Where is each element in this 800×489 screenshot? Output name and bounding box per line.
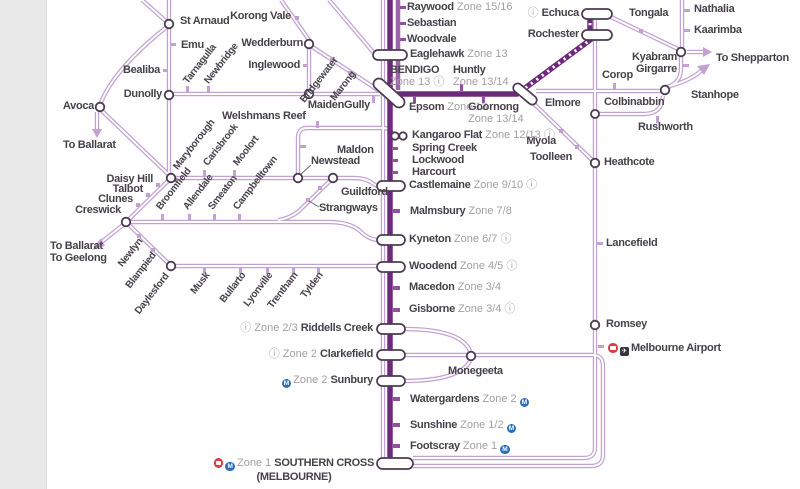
- route-avoca-st-arnaud-core: [99, 25, 169, 106]
- route-colbinabbin-rushworth-core: [595, 95, 664, 115]
- marker-heathcote: [589, 157, 601, 169]
- station-markers: [94, 8, 687, 470]
- station-ticks: [136, 6, 690, 448]
- route-echuca-melbourne: [413, 20, 598, 461]
- route-echuca-kyabram-core: [610, 16, 679, 50]
- route-maldon: [295, 125, 395, 174]
- marker-clarkefield: [376, 349, 406, 361]
- rail-station-ticks: [393, 6, 485, 448]
- marker-korong-junction: [303, 88, 315, 100]
- marker-st-arnaud: [163, 18, 175, 30]
- page-left-gutter: [0, 0, 47, 489]
- marker-creswick: [120, 216, 132, 228]
- marker-stanhope-junction: [659, 84, 671, 96]
- route-guildford-strangways-core: [277, 177, 334, 221]
- marker-bendigo: [372, 77, 406, 109]
- to-shepparton-arrowhead-2: [697, 64, 710, 75]
- route-guildford-strangways: [277, 176, 335, 223]
- to-ballarat-north-arrowhead: [92, 129, 102, 138]
- marker-wedderburn: [303, 38, 315, 50]
- echuca-line-hatching: [519, 16, 592, 94]
- route-colbinabbin-rushworth: [595, 95, 666, 117]
- marker-kangaroo-flat-a: [390, 131, 400, 141]
- route-shepparton-arrow-2-core: [665, 70, 702, 88]
- marker-maryborough: [165, 172, 177, 184]
- route-creswick-kyneton-core: [126, 221, 378, 241]
- marker-kyabram-junction: [675, 46, 687, 58]
- strangways-leader: [308, 200, 320, 208]
- marker-eaglehawk: [372, 49, 408, 61]
- marker-elmore: [512, 82, 538, 106]
- destination-arrows: [92, 47, 712, 250]
- route-st-arnaud-branch-core: [141, 0, 169, 24]
- marker-romsey: [589, 319, 601, 331]
- marker-rochester: [581, 29, 613, 41]
- marker-avoca: [94, 101, 106, 113]
- marker-colbinabbin-junction: [590, 109, 600, 119]
- coach-routes: [94, 0, 703, 469]
- marker-dunolly: [163, 89, 175, 101]
- route-creswick-kyneton: [126, 219, 378, 243]
- marker-castlemaine: [376, 180, 406, 192]
- route-creswick-ballarat-arrow-core: [98, 224, 124, 245]
- marker-newstead-east: [327, 172, 339, 184]
- to-shepparton-arrowhead-1: [703, 47, 712, 57]
- marker-woodend: [376, 261, 406, 273]
- marker-monegeeta: [465, 350, 477, 362]
- route-creswick-daylesford-core: [125, 221, 172, 267]
- marker-kangaroo-flat-b: [398, 131, 408, 141]
- to-ballarat-geelong-arrowhead: [92, 238, 105, 250]
- route-monegeeta-melbourne-core: [413, 354, 604, 467]
- route-echuca-melbourne-core: [413, 20, 596, 459]
- marker-riddells-creek: [376, 323, 406, 335]
- marker-newstead: [292, 172, 304, 184]
- route-monegeeta-melbourne: [413, 352, 606, 469]
- route-maryborough-creswick-core: [125, 177, 172, 223]
- route-avoca-maryborough-core: [101, 110, 171, 177]
- route-maryborough-castlemaine: [171, 175, 379, 188]
- marker-kyneton: [376, 234, 406, 246]
- label-leader-lines: [299, 164, 320, 208]
- route-maryborough-castlemaine-core: [171, 177, 378, 187]
- echuca-rail-line: [391, 14, 593, 97]
- marker-southern-cross: [376, 457, 414, 470]
- newstead-leader: [299, 164, 312, 176]
- route-top-eaglehawk-core: [328, 0, 374, 53]
- rail-lines: [387, 0, 593, 460]
- marker-daylesford: [165, 260, 177, 272]
- marker-echuca: [581, 8, 613, 20]
- route-maldon-core: [297, 127, 393, 174]
- route-sunbury-monegeeta-core: [403, 360, 471, 382]
- route-avoca-st-arnaud: [97, 24, 170, 106]
- marker-sunbury: [376, 375, 406, 387]
- route-wedderburn-bendigo-core: [310, 45, 385, 95]
- coach-stop-ticks: [136, 9, 690, 348]
- route-riddells-monegeeta-core: [403, 328, 471, 352]
